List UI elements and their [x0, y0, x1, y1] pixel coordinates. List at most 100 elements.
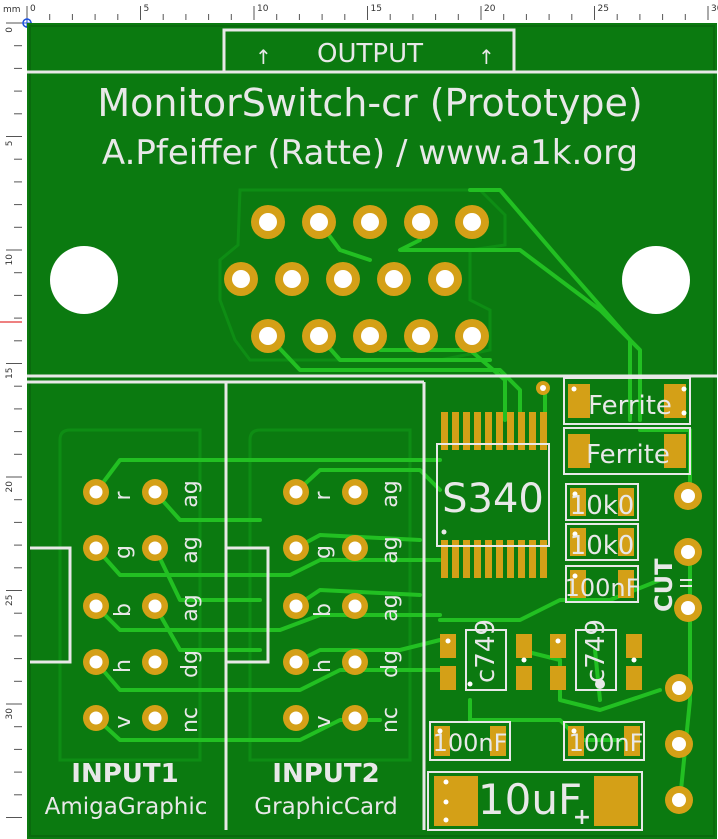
ic-pin — [441, 412, 448, 450]
pin-hole — [348, 711, 362, 725]
pin-label: v — [311, 715, 336, 728]
left-ruler — [0, 0, 22, 839]
capacitor-top-label: 100nF — [565, 574, 640, 602]
electrolytic-capacitor: 10uF + — [427, 771, 643, 831]
pin-label: g — [311, 545, 336, 559]
pin-mark: dg — [178, 650, 203, 678]
pin-hole — [289, 485, 303, 499]
pin-hole — [289, 655, 303, 669]
ic-pin — [474, 540, 481, 578]
ic-pin — [441, 540, 448, 578]
ic-pin — [540, 540, 547, 578]
capacitor-left: 100nF — [429, 721, 511, 761]
input2-relief — [248, 428, 412, 762]
pin-mark: ag — [178, 594, 203, 621]
ic-pin — [452, 540, 459, 578]
ic-pin — [518, 540, 525, 578]
left-ruler-label: 20 — [5, 481, 15, 493]
electrolytic-plus: + — [573, 805, 591, 830]
pin-label: v — [111, 715, 136, 728]
top-ruler — [0, 0, 718, 20]
pin-label: g — [111, 545, 136, 559]
input1-subtitle: AmigaGraphic — [45, 794, 208, 820]
left-ruler-label: 5 — [5, 141, 15, 147]
connector-relief — [218, 188, 507, 362]
ic-pin — [507, 412, 514, 450]
ic-pin — [529, 540, 536, 578]
pin-hole — [348, 599, 362, 613]
ic-s340: S340 — [436, 412, 550, 578]
pin-hole — [348, 541, 362, 555]
pin-hole — [148, 599, 162, 613]
pin-mark: nc — [178, 707, 203, 733]
board-edge — [29, 25, 715, 837]
pin-mark: ag — [378, 480, 403, 507]
pin-label: h — [311, 659, 336, 673]
resistor-2: 10k0 — [565, 523, 639, 561]
pin-mark: ag — [378, 594, 403, 621]
top-ruler-label: 30 — [711, 4, 718, 14]
left-ruler-label: 30 — [5, 708, 15, 720]
top-ruler-ticks: 0 5 10 15 20 25 30 — [26, 4, 718, 20]
left-ruler-label: 0 — [5, 27, 15, 33]
pin-mark: ag — [378, 536, 403, 563]
capacitor-right-label: 100nF — [569, 729, 644, 757]
top-ruler-label: 10 — [257, 4, 269, 14]
pin-mark: nc — [378, 707, 403, 733]
cut-label: CUT — [650, 558, 678, 612]
left-ruler-label: 25 — [5, 595, 15, 606]
pin-hole — [89, 599, 103, 613]
ic-pin — [463, 540, 470, 578]
output-arrow-right: ↑ — [478, 45, 495, 69]
transistor-2-label: c749 — [581, 619, 611, 683]
board-subtitle: A.Pfeiffer (Ratte) / www.a1k.org — [102, 133, 638, 173]
pin-hole — [148, 711, 162, 725]
pin-mark: ag — [178, 480, 203, 507]
ic-pin — [474, 412, 481, 450]
pin-hole — [89, 541, 103, 555]
mounting-hole-left — [50, 246, 118, 314]
ruler-unit: mm — [3, 5, 21, 15]
ic-outline — [436, 443, 550, 547]
pin-mark: ag — [178, 536, 203, 563]
ic-pin — [463, 412, 470, 450]
resistor-1: 10k0 — [565, 483, 639, 521]
ic-pin — [485, 412, 492, 450]
top-ruler-label: 15 — [371, 4, 382, 14]
ic-pin — [540, 412, 547, 450]
board-title: MonitorSwitch-cr (Prototype) — [97, 81, 642, 125]
left-ruler-label: 10 — [5, 254, 15, 266]
top-ruler-label: 0 — [30, 4, 36, 14]
cut-marker — [680, 579, 692, 587]
pin-hole — [148, 541, 162, 555]
capacitor-right: 100nF — [563, 721, 645, 761]
top-ruler-label: 25 — [598, 4, 609, 14]
pin-mark: dg — [378, 650, 403, 678]
electrolytic-label: 10uF — [478, 775, 582, 824]
pin-label: b — [111, 603, 136, 617]
pin-hole — [89, 655, 103, 669]
pin-hole — [148, 485, 162, 499]
transistor-1-label: c749 — [471, 619, 501, 683]
ferrite-2: Ferrite — [563, 427, 691, 475]
top-ruler-label: 5 — [144, 4, 150, 14]
ic-pin — [452, 412, 459, 450]
vga-connector — [224, 205, 489, 353]
pin-hole — [89, 711, 103, 725]
ic-pin — [507, 540, 514, 578]
pin-hole — [148, 655, 162, 669]
pin-hole — [348, 485, 362, 499]
copper-traces — [94, 188, 692, 802]
left-ruler-label: 15 — [5, 368, 15, 379]
ferrite-1: Ferrite — [563, 377, 691, 425]
via-hole — [540, 385, 546, 391]
transistor-1: c749 — [440, 619, 532, 691]
silkscreen-lines — [27, 28, 717, 830]
pin-hole — [289, 711, 303, 725]
top-ruler-label: 20 — [484, 4, 496, 14]
input2-subtitle: GraphicCard — [254, 794, 397, 820]
pin-hole — [289, 541, 303, 555]
capacitor-left-label: 100nF — [433, 729, 508, 757]
